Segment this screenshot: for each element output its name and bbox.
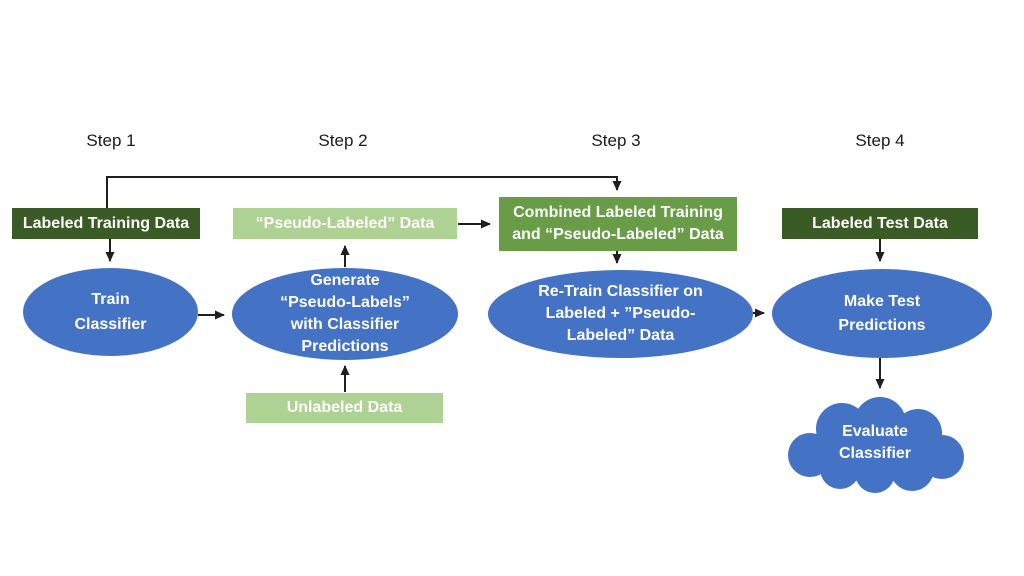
unlabeled-data-box: Unlabeled Data [246, 393, 443, 423]
generate-pseudo-labels-line1: Generate [310, 272, 380, 289]
step-4-label: Step 4 [855, 131, 905, 150]
retrain-classifier-ellipse: Re-Train Classifier on Labeled + ”Pseudo… [488, 270, 753, 358]
retrain-classifier-line3: Labeled” Data [566, 327, 675, 344]
generate-pseudo-labels-line2: “Pseudo-Labels” [280, 294, 410, 311]
retrain-classifier-line2: Labeled + ”Pseudo- [545, 305, 696, 322]
pseudo-labeled-data-label: “Pseudo-Labeled” Data [255, 214, 435, 232]
evaluate-classifier-cloud: Evaluate Classifier [780, 395, 970, 495]
make-test-predictions-ellipse: Make Test Predictions [772, 269, 992, 358]
combined-data-label-line1: Combined Labeled Training [513, 204, 723, 221]
labeled-test-data-box: Labeled Test Data [782, 208, 978, 239]
labeled-training-data-box: Labeled Training Data [12, 208, 200, 239]
retrain-classifier-line1: Re-Train Classifier on [538, 283, 703, 300]
generate-pseudo-labels-line3: with Classifier [290, 316, 400, 333]
train-classifier-line1: Train [91, 291, 130, 308]
make-test-predictions-line2: Predictions [838, 316, 926, 334]
step-3-label: Step 3 [591, 131, 641, 150]
step-2-label: Step 2 [318, 131, 368, 150]
train-classifier-line2: Classifier [74, 316, 147, 333]
evaluate-classifier-line2: Classifier [838, 445, 912, 462]
step-1-label: Step 1 [86, 131, 136, 150]
combined-data-box: Combined Labeled Training and “Pseudo-La… [499, 197, 737, 251]
evaluate-classifier-line1: Evaluate [842, 423, 908, 440]
unlabeled-data-label: Unlabeled Data [286, 399, 403, 416]
generate-pseudo-labels-ellipse: Generate “Pseudo-Labels” with Classifier… [232, 268, 458, 360]
labeled-test-data-label: Labeled Test Data [812, 214, 948, 232]
generate-pseudo-labels-line4: Predictions [301, 338, 389, 355]
cloud-shape [788, 397, 964, 493]
combined-data-label-line2: and “Pseudo-Labeled” Data [512, 226, 724, 243]
pseudo-labeled-data-box: “Pseudo-Labeled” Data [233, 208, 457, 239]
train-classifier-ellipse: Train Classifier [23, 268, 198, 356]
labeled-training-data-label: Labeled Training Data [22, 214, 190, 232]
make-test-predictions-line1: Make Test [843, 292, 921, 310]
